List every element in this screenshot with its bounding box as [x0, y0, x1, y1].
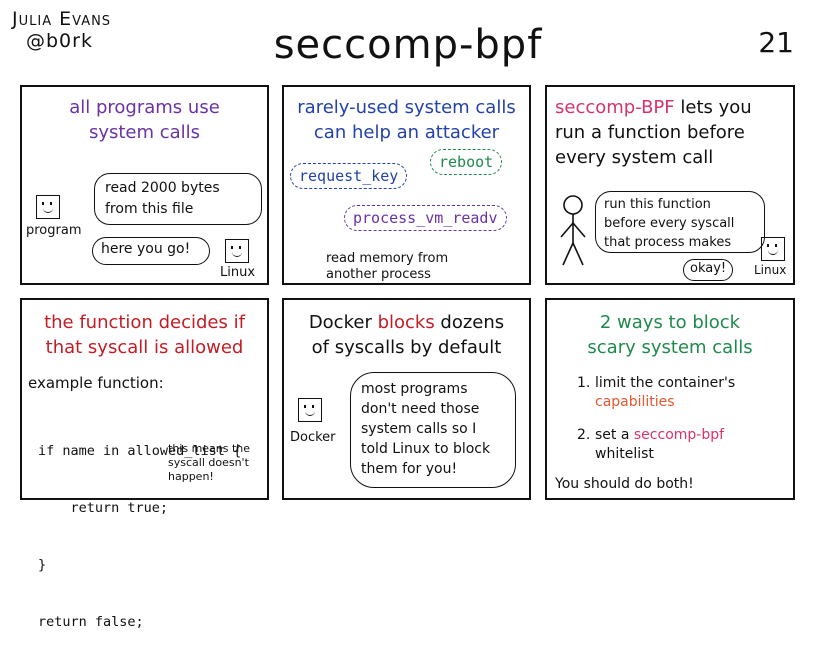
okay-bubble: okay! — [683, 259, 733, 281]
way-item-1-number: 1. — [577, 375, 591, 391]
panel1-heading: all programs use system calls — [22, 95, 267, 145]
panel2-heading-line1: rarely-used system calls — [297, 97, 516, 118]
panel3-heading: seccomp-BPF lets you run a function befo… — [555, 95, 752, 170]
way-item-2-number: 2. — [577, 427, 591, 443]
panel6-heading-line2: scary system calls — [587, 337, 753, 358]
panel4-heading-line2: that syscall is allowed — [45, 337, 244, 358]
code-note-line1: this means the — [168, 442, 251, 455]
way-item-2-line2: whitelist — [595, 446, 654, 462]
panel4-heading-line1: the function decides if — [44, 312, 245, 333]
panel1-heading-line1: all programs use — [69, 97, 220, 118]
code-line4: return false; — [38, 614, 144, 630]
way-item-1-line1: limit the container's — [595, 375, 736, 391]
code-note: this means the syscall doesn't happen! — [168, 442, 250, 484]
example-label: example function: — [28, 374, 164, 392]
author-handle: @b0rk — [26, 30, 93, 52]
read-request-line1: read 2000 bytes — [105, 180, 220, 196]
author-name: Julia Evans — [12, 8, 112, 30]
person-stick-figure-icon — [560, 195, 586, 266]
thought-line4: told Linux to block — [361, 441, 491, 457]
panel-rare-syscalls: rarely-used system calls can help an att… — [282, 85, 531, 285]
way-item-2: 2. set a seccomp-bpf whitelist — [577, 426, 735, 464]
panel2-heading: rarely-used system calls can help an att… — [284, 95, 529, 145]
code-note-line2: syscall doesn't — [168, 456, 249, 469]
heading-part2: lets you — [674, 97, 752, 118]
process-vm-readv-note: read memory from another process — [326, 251, 448, 283]
page-title: seccomp-bpf — [273, 22, 543, 68]
reply-bubble: here you go! — [92, 237, 210, 265]
bubble-line2: before every syscall — [604, 216, 735, 231]
linux-face-icon — [225, 239, 249, 263]
panel4-heading: the function decides if that syscall is … — [22, 310, 267, 360]
panel-seccomp-bpf: seccomp-BPF lets you run a function befo… — [545, 85, 795, 285]
panel5-heading-line2: of syscalls by default — [311, 337, 502, 358]
read-request-bubble: read 2000 bytes from this file — [94, 173, 262, 225]
author-credit: Julia Evans @b0rk — [12, 8, 111, 52]
capabilities-term: capabilities — [595, 394, 675, 410]
heading-docker: Docker — [308, 312, 378, 333]
docker-thought-bubble: most programs don't need those system ca… — [350, 372, 516, 488]
page-number: 21 — [758, 26, 794, 59]
thought-line2: don't need those — [361, 401, 480, 417]
code-line2: return true; — [38, 500, 169, 516]
panel-two-ways: 2 ways to block scary system calls 1. li… — [545, 298, 795, 500]
note-line1: read memory from — [326, 251, 449, 266]
bubble-line1: run this function — [604, 197, 711, 212]
linux-label: Linux — [220, 265, 256, 280]
seccomp-bpf-term-2: seccomp-bpf — [633, 427, 725, 443]
panel6-heading: 2 ways to block scary system calls — [547, 310, 793, 360]
docker-face-icon — [298, 398, 322, 422]
panel6-heading-line1: 2 ways to block — [599, 312, 741, 333]
seccomp-bpf-term: seccomp-BPF — [555, 97, 675, 118]
program-face-icon — [36, 195, 60, 219]
way-item-1: 1. limit the container's capabilities — [577, 374, 735, 412]
thought-line3: system calls so I — [361, 421, 477, 437]
bubble-line3: that process makes — [604, 235, 732, 250]
way-item-2-part1: set a — [595, 427, 634, 443]
syscall-reboot: reboot — [430, 149, 503, 175]
code-note-line3: happen! — [168, 470, 214, 483]
heading-dozens: dozens — [434, 312, 505, 333]
syscall-process-vm-readv: process_vm_readv — [344, 205, 507, 231]
linux-label-2: Linux — [754, 263, 787, 277]
panel6-footer: You should do both! — [555, 476, 694, 492]
panel-function-decides: the function decides if that syscall is … — [20, 298, 269, 630]
read-request-line2: from this file — [105, 201, 194, 217]
heading-blocks: blocks — [377, 312, 435, 333]
panel1-heading-line2: system calls — [88, 122, 201, 143]
ways-list: 1. limit the container's capabilities 2.… — [577, 374, 735, 464]
thought-line1: most programs — [361, 381, 468, 397]
thought-line5: them for you! — [361, 461, 458, 477]
panel5-heading: Docker blocks dozens of syscalls by defa… — [284, 310, 529, 360]
panel-docker-blocks: Docker blocks dozens of syscalls by defa… — [282, 298, 531, 500]
syscall-request-key: request_key — [290, 163, 408, 189]
code-line1: if name in allowed_list { — [38, 443, 242, 459]
note-line2: another process — [326, 267, 431, 282]
docker-label: Docker — [290, 430, 336, 445]
run-function-bubble: run this function before every syscall t… — [595, 191, 765, 253]
code-line3: } — [38, 557, 47, 573]
program-label: program — [26, 223, 82, 238]
heading-line3: every system call — [555, 147, 714, 168]
panel-all-programs: all programs use system calls program re… — [20, 85, 269, 285]
linux-face-icon-2 — [761, 237, 785, 261]
heading-line2: run a function before — [555, 122, 745, 143]
panel2-heading-line2: can help an attacker — [313, 122, 500, 143]
